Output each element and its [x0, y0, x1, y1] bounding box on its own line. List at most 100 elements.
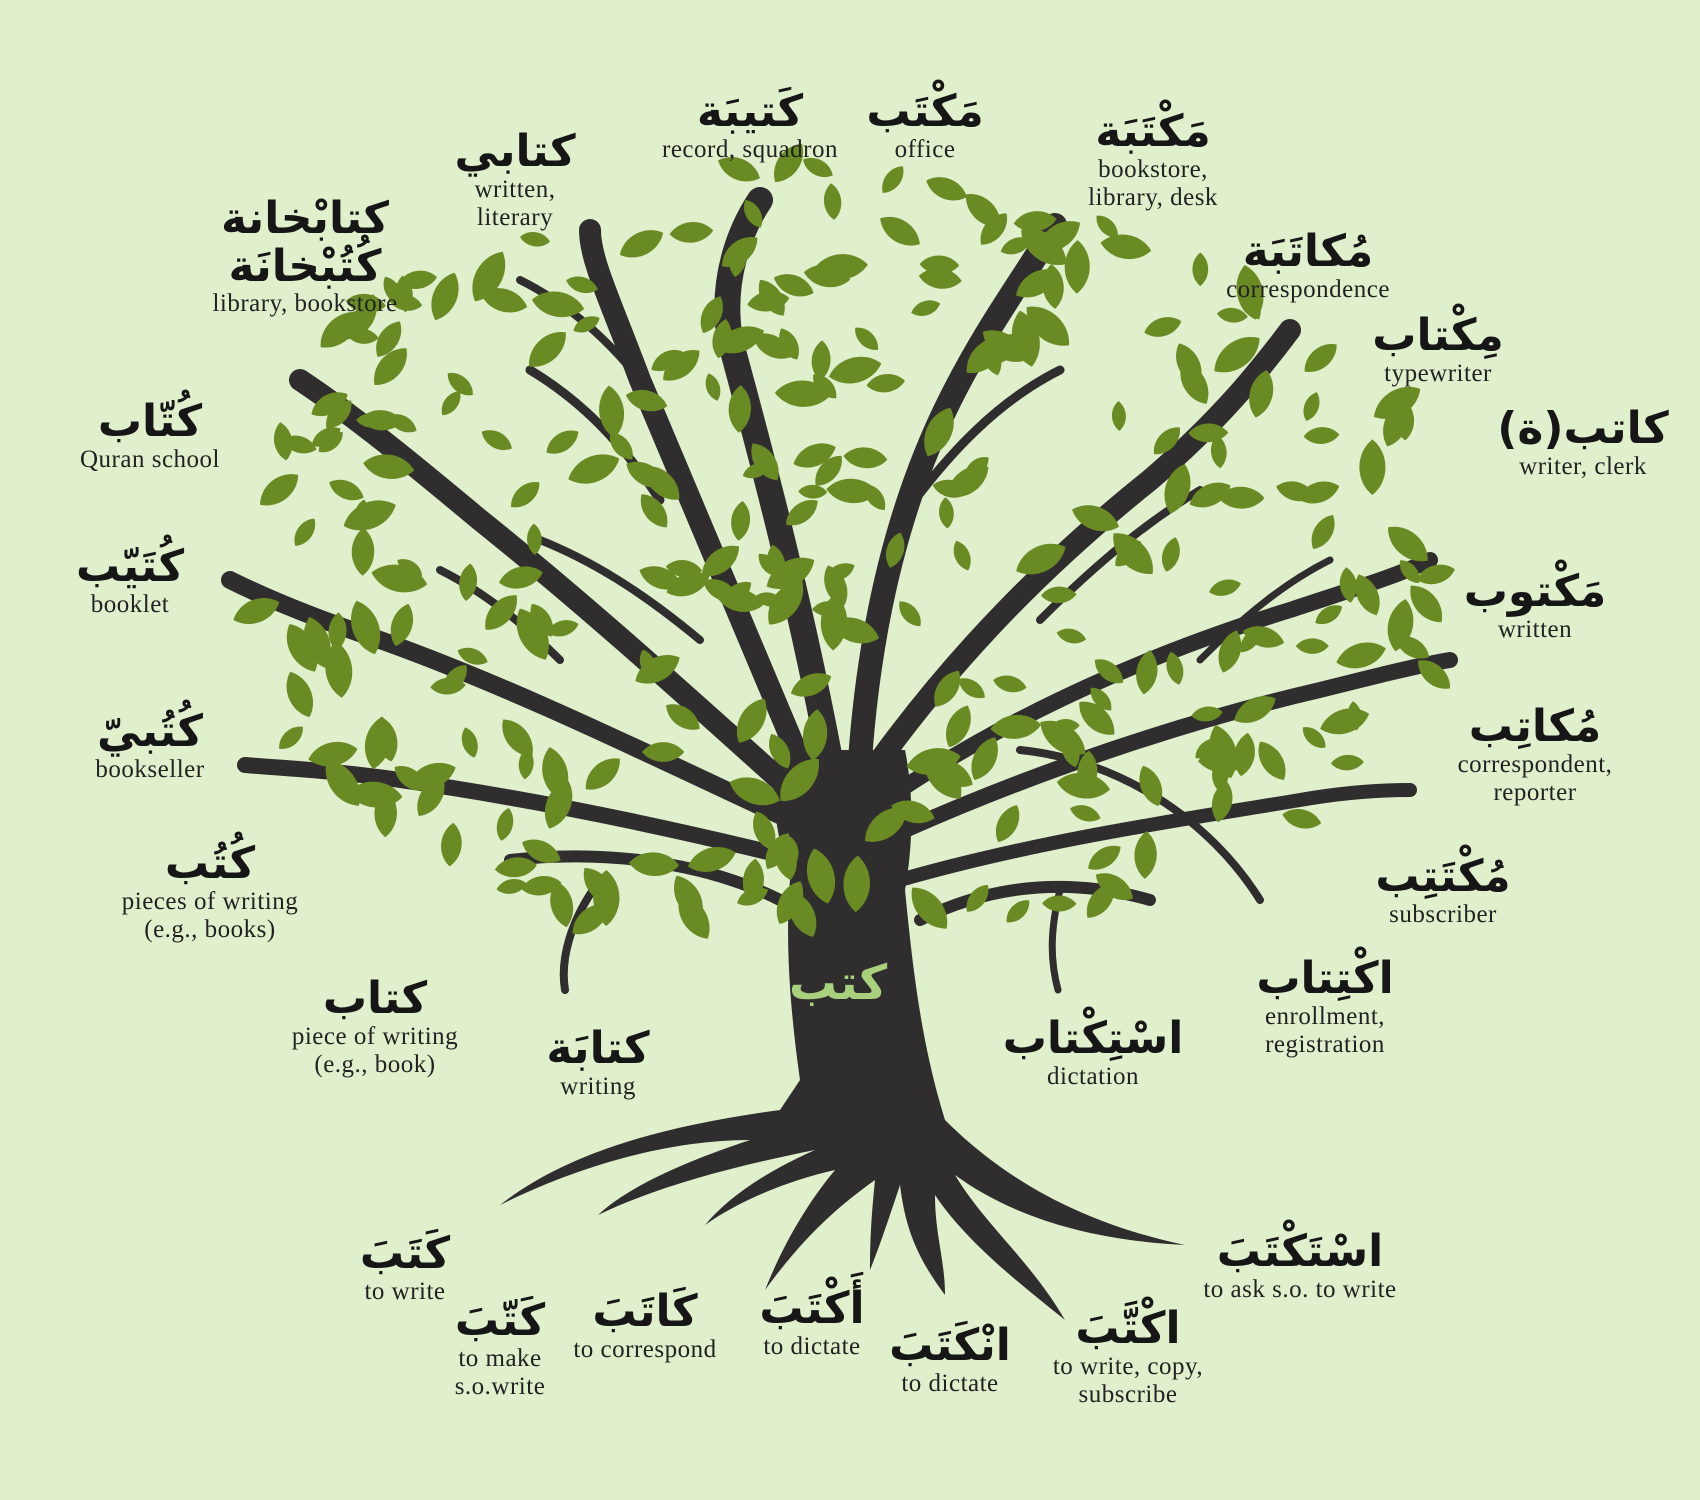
leaf	[790, 673, 832, 697]
leaf	[824, 183, 842, 220]
leaf	[1016, 543, 1066, 575]
leaf	[1094, 659, 1124, 684]
leaf	[993, 675, 1027, 693]
leaf	[1144, 317, 1182, 337]
leaf	[990, 714, 1042, 739]
english-gloss: writer, clerk	[1519, 452, 1647, 480]
leaf	[971, 737, 998, 781]
branch	[221, 571, 799, 829]
word-entry: كتابْخانة كُتُبْخانَة library, bookstore	[212, 195, 397, 318]
leaf	[798, 484, 828, 499]
leaf	[1134, 831, 1157, 879]
leaf	[755, 592, 784, 607]
leaf	[550, 881, 574, 928]
word-entry: مُكاتَبَة correspondence	[1226, 228, 1390, 304]
leaf	[700, 296, 723, 334]
arabic-word: مَكْتوب	[1463, 566, 1607, 617]
leaf	[1000, 237, 1032, 255]
word-entry: مِكْتاب typewriter	[1372, 312, 1504, 388]
leaf	[1180, 362, 1209, 404]
word-entry: كَتّبَ to make s.o.write	[455, 1297, 546, 1401]
leaf	[1276, 481, 1316, 502]
leaf	[311, 427, 341, 447]
leaf	[1166, 651, 1184, 685]
leaf	[390, 603, 413, 647]
leaf	[1387, 599, 1414, 652]
leaf	[1282, 809, 1322, 829]
leaf	[776, 881, 804, 925]
leaf	[980, 213, 1008, 245]
leaf	[441, 822, 462, 867]
leaf	[494, 857, 537, 878]
leaf	[934, 670, 961, 707]
leaf	[865, 807, 907, 842]
leaf	[443, 664, 467, 694]
leaf	[911, 300, 941, 316]
leaf	[753, 811, 776, 851]
arabic-word: كُتّاب	[97, 396, 203, 447]
arabic-word: اكْتَّبَ	[1075, 1303, 1181, 1354]
leaf	[803, 264, 851, 288]
leaf	[1236, 264, 1264, 320]
tree-trunk	[500, 750, 1185, 1320]
leaf	[1113, 533, 1153, 574]
leaf	[953, 540, 971, 571]
leaf	[742, 462, 770, 479]
english-gloss: enrollment, registration	[1264, 1002, 1386, 1058]
english-gloss: to make s.o.write	[454, 1344, 546, 1400]
leaf	[811, 340, 831, 381]
leaf	[752, 333, 793, 359]
word-entry: كُتّاب Quran school	[80, 398, 220, 474]
branch	[536, 536, 704, 644]
leaf	[666, 572, 710, 597]
leaf	[674, 875, 703, 921]
leaf	[1079, 701, 1115, 735]
leaf	[729, 777, 780, 806]
arabic-word: كتاب	[322, 973, 428, 1024]
leaf	[866, 374, 905, 393]
leaf	[1339, 567, 1357, 603]
leaf	[325, 641, 353, 698]
leaf	[354, 499, 369, 529]
leaf	[1355, 574, 1380, 616]
branch	[869, 319, 1301, 771]
root-word: كتب	[788, 955, 888, 1011]
leaf	[744, 199, 763, 228]
word-entry: انْكَتَبَ to dictate	[889, 1322, 1011, 1398]
leaf	[982, 330, 1026, 362]
leaf	[635, 654, 680, 684]
leaf	[457, 647, 488, 665]
word-entry: كُتَيّب booklet	[76, 543, 184, 619]
english-gloss: Quran school	[80, 445, 220, 473]
leaf	[651, 350, 683, 371]
leaf	[374, 348, 407, 385]
leaf	[1056, 628, 1087, 644]
leaf	[1090, 687, 1112, 711]
leaves	[233, 143, 1455, 939]
leaf	[701, 545, 740, 577]
leaf	[765, 833, 791, 869]
arabic-word: مَكْتَب	[866, 86, 984, 137]
leaf	[308, 741, 358, 767]
leaf	[911, 887, 948, 929]
leaf	[815, 455, 842, 486]
leaf	[1303, 427, 1340, 444]
english-gloss: correspondence	[1226, 275, 1390, 303]
leaf	[641, 742, 685, 762]
english-gloss: writing	[560, 1072, 636, 1100]
leaf	[286, 624, 318, 672]
leaf	[1303, 392, 1320, 421]
arabic-word: مُكاتَبَة	[1242, 226, 1374, 277]
english-gloss: bookseller	[95, 755, 205, 783]
leaf	[1302, 727, 1326, 748]
arabic-word: مِكْتاب	[1372, 310, 1504, 361]
leaf	[663, 349, 700, 381]
leaf	[783, 836, 799, 869]
leaf	[1013, 211, 1057, 232]
leaf	[639, 566, 682, 590]
leaf	[325, 760, 361, 806]
word-entry: اكْتَّبَ to write, copy, subscribe	[1053, 1305, 1203, 1409]
leaf	[1211, 780, 1233, 823]
leaf	[522, 839, 561, 863]
leaf	[351, 527, 375, 576]
